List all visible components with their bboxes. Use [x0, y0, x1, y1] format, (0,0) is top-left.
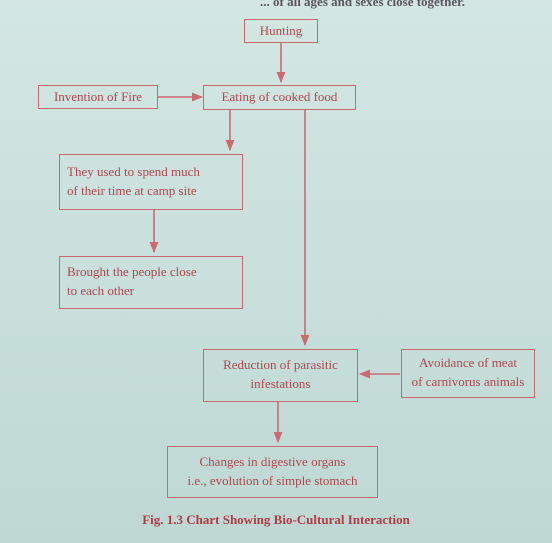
node-parasitic-line2: infestations — [250, 376, 311, 391]
node-invention-of-fire-label: Invention of Fire — [53, 89, 143, 104]
node-digestive-line2: i.e., evolution of simple stomach — [187, 473, 358, 488]
node-camp-site: They used to spend much of their time at… — [59, 154, 243, 210]
node-camp-site-line2: of their time at camp site — [67, 183, 197, 198]
node-parasitic-infestations: Reduction of parasitic infestations — [203, 349, 358, 402]
node-digestive-organs: Changes in digestive organs i.e., evolut… — [167, 446, 378, 498]
node-people-close: Brought the people close to each other — [59, 256, 243, 309]
node-avoidance-of-meat: Avoidance of meat of carnivorus animals — [401, 349, 535, 398]
node-hunting-label: Hunting — [259, 23, 303, 38]
node-avoidance-line1: Avoidance of meat — [419, 355, 517, 370]
node-avoidance-line2: of carnivorus animals — [411, 374, 525, 389]
node-eating-cooked-food-label: Eating of cooked food — [221, 89, 338, 104]
node-people-close-line1: Brought the people close — [67, 264, 197, 279]
node-parasitic-line1: Reduction of parasitic — [223, 357, 338, 372]
node-digestive-line1: Changes in digestive organs — [199, 454, 346, 469]
node-camp-site-line1: They used to spend much — [67, 164, 200, 179]
figure-caption: Fig. 1.3 Chart Showing Bio-Cultural Inte… — [142, 512, 410, 527]
node-invention-of-fire: Invention of Fire — [38, 85, 158, 109]
node-eating-cooked-food: Eating of cooked food — [203, 85, 356, 110]
node-people-close-line2: to each other — [67, 283, 135, 298]
node-hunting: Hunting — [244, 19, 318, 43]
top-text-fragment: ... of all ages and sexes close together… — [260, 0, 465, 9]
